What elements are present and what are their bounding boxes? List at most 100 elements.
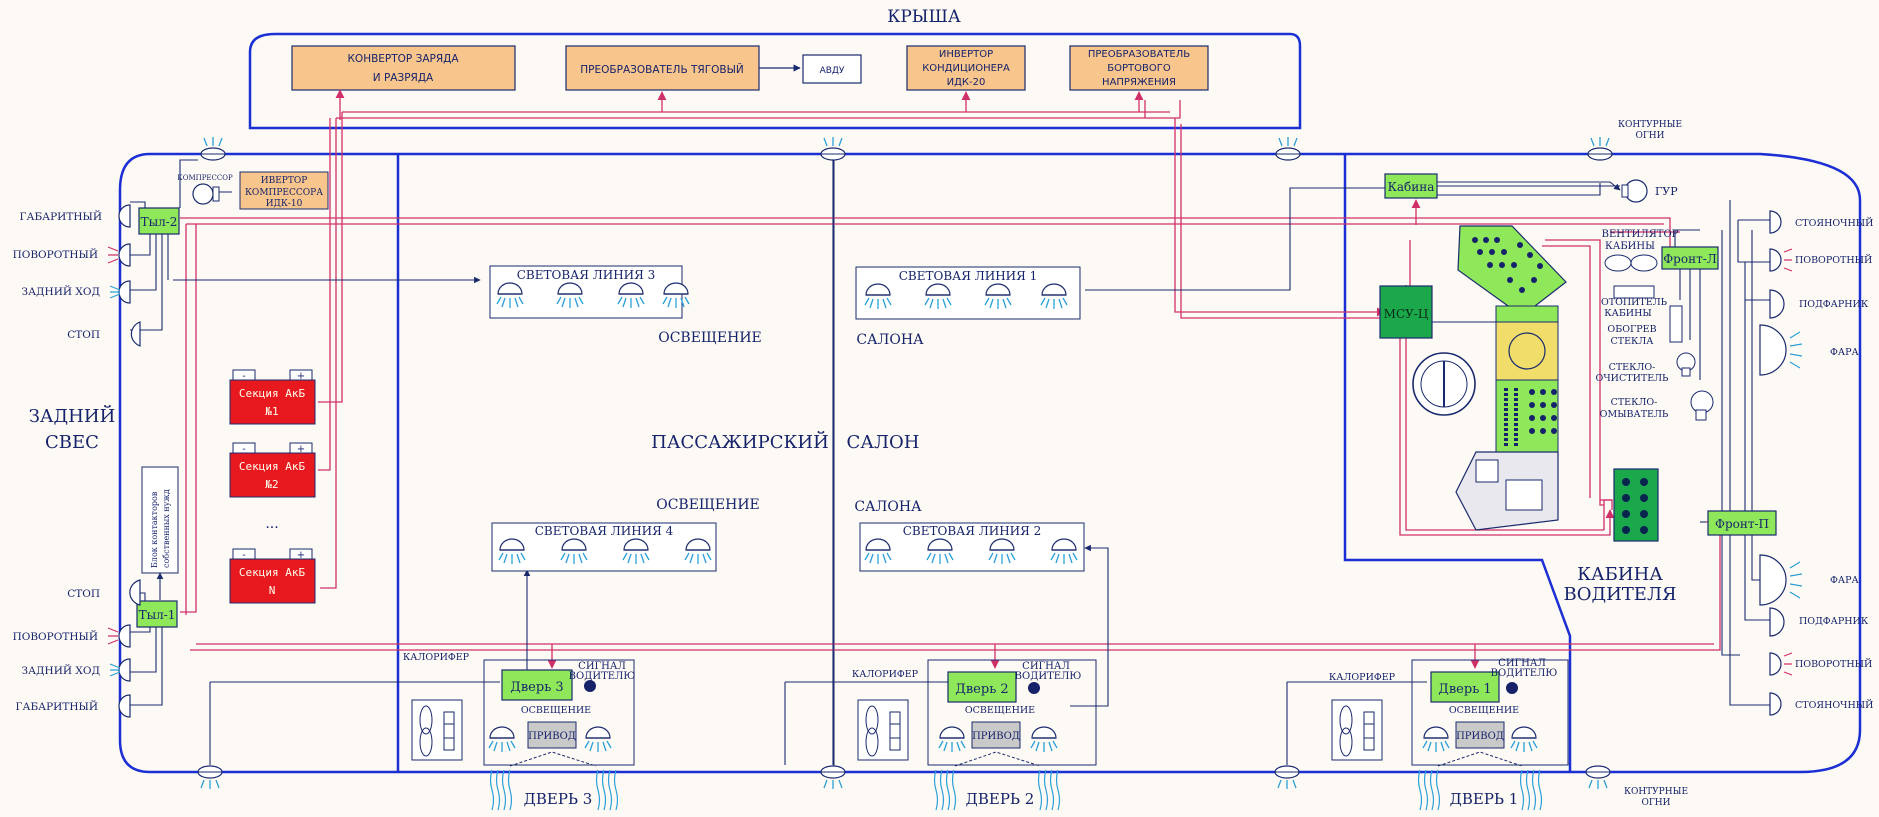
rear-lamp-label: ЗАДНИЙ ХОД: [22, 284, 100, 298]
contour-label-1: КОНТУРНЫЕ: [1624, 787, 1688, 797]
compressor-inverter-box[interactable]: ИВЕРТОР КОМПРЕССОРА ИДК-10: [239, 171, 329, 210]
light-line-2[interactable]: СВЕТОВАЯ ЛИНИЯ 2: [859, 522, 1085, 572]
door-3-module[interactable]: Дверь 3: [501, 669, 573, 701]
onboard-converter-box[interactable]: ПРЕОБРАЗОВАТЕЛЬ БОРТОВОГО НАПРЯЖЕНИЯ: [1069, 45, 1209, 91]
salon-title-1: ПАССАЖИРСКИЙ: [651, 430, 829, 453]
tyl1-label: Тыл-1: [139, 608, 176, 622]
glass-heating[interactable]: ОБОГРЕВ СТЕКЛА: [1607, 305, 1683, 347]
signal-label-2: ВОДИТЕЛЮ: [569, 671, 636, 682]
signal-label-2: ВОДИТЕЛЮ: [1015, 671, 1082, 682]
rear-lamp-marker-bottom: ГАБАРИТНЫЙ: [16, 694, 131, 718]
cabin-heater-label-1: ОТОПИТЕЛЬ: [1601, 297, 1668, 308]
heater-label: КАЛОРИФЕР: [852, 669, 919, 680]
battery-label: Секция АкБ: [239, 460, 306, 473]
door-lighting-label: ОСВЕЩЕНИЕ: [965, 705, 1035, 716]
ac-inverter-box[interactable]: ИНВЕРТОР КОНДИЦИОНЕРА ИДК-20: [906, 45, 1026, 91]
light-line-4[interactable]: СВЕТОВАЯ ЛИНИЯ 4: [491, 522, 717, 572]
compressor-label: КОМПРЕССОР: [177, 174, 233, 182]
battery-section-1[interactable]: - + Секция АкБ №1: [229, 369, 316, 425]
battery-number: №1: [265, 405, 278, 418]
door-1-label: ДВЕРЬ 1: [1450, 790, 1519, 808]
gur-motor[interactable]: ГУР: [1437, 179, 1678, 203]
salon-title-2: САЛОН: [847, 432, 920, 453]
traction-converter-label: ПРЕОБРАЗОВАТЕЛЬ ТЯГОВЫЙ: [580, 63, 743, 76]
light-line-2-label: СВЕТОВАЯ ЛИНИЯ 2: [903, 524, 1042, 538]
washer-label-2: ОМЫВАТЕЛЬ: [1600, 409, 1669, 420]
power-lines: [180, 89, 1721, 669]
cabin-fan[interactable]: ВЕНТИЛЯТОР КАБИНЫ: [1602, 229, 1679, 272]
front-lamp-label: ПОВОРОТНЫЙ: [1795, 658, 1872, 670]
signal-label-1: СИГНАЛ: [578, 661, 626, 672]
salon-lighting-label-2: САЛОНА: [856, 332, 924, 348]
cabin-control-block[interactable]: [1613, 468, 1659, 542]
battery-number: №2: [265, 478, 278, 491]
light-line-1-label: СВЕТОВАЯ ЛИНИЯ 1: [899, 269, 1038, 283]
avdu-box[interactable]: АВДУ: [802, 54, 862, 84]
contactor-block-label-2: собственных нужд: [162, 489, 171, 568]
kabina-module[interactable]: Кабина: [1384, 173, 1438, 199]
front-p-module[interactable]: Фронт-П: [1707, 510, 1777, 536]
signal-icon: [1028, 682, 1040, 694]
battery-minus: -: [242, 550, 245, 561]
battery-minus: -: [242, 371, 245, 382]
front-l-module[interactable]: Фронт-Л: [1661, 246, 1719, 270]
rear-lamp-label: ГАБАРИТНЫЙ: [16, 699, 98, 713]
door-1-module-label: Дверь 1: [1438, 682, 1491, 697]
battery-section-n[interactable]: - + Секция АкБ N: [229, 548, 316, 604]
contour-label-2: ОГНИ: [1635, 131, 1664, 141]
dashboard-panel[interactable]: [1412, 225, 1567, 531]
door-drive[interactable]: ПРИВОД: [1455, 721, 1505, 749]
battery-label: Секция АкБ: [239, 387, 306, 400]
glass-heating-label-1: ОБОГРЕВ: [1607, 324, 1656, 335]
rear-lamp-turn-bottom: ПОВОРОТНЫЙ: [13, 624, 131, 648]
light-line-1[interactable]: СВЕТОВАЯ ЛИНИЯ 1: [855, 266, 1081, 320]
rear-lamp-stop-bottom: СТОП: [67, 579, 141, 606]
charge-converter-box[interactable]: КОНВЕРТОР ЗАРЯДА И РАЗРЯДА: [291, 45, 516, 91]
roof-section: КРЫША КОНВЕРТОР ЗАРЯДА И РАЗРЯДА ПРЕОБРА…: [248, 7, 1302, 130]
door-2-module[interactable]: Дверь 2: [947, 671, 1017, 703]
rear-lamp-label: ГАБАРИТНЫЙ: [20, 209, 102, 223]
signal-icon: [584, 680, 596, 692]
front-lamp-label: ПОДФАРНИК: [1799, 299, 1869, 310]
washer-motor[interactable]: СТЕКЛО- ОМЫВАТЕЛЬ: [1600, 390, 1714, 421]
salon-lighting-label-2: САЛОНА: [854, 499, 922, 515]
contactor-block[interactable]: Блок контакторов собственных нужд: [141, 466, 179, 574]
wiper-motor[interactable]: СТЕКЛО- ОЧИСТИТЕЛЬ: [1596, 352, 1696, 384]
front-lamp-label: ПОДФАРНИК: [1799, 616, 1869, 627]
signal-label-1: СИГНАЛ: [1498, 658, 1546, 669]
door-drive-label: ПРИВОД: [972, 731, 1020, 742]
contour-label-2: ОГНИ: [1641, 798, 1670, 808]
door-1-module[interactable]: Дверь 1: [1430, 671, 1500, 703]
battery-label: Секция АкБ: [239, 566, 306, 579]
gur-label: ГУР: [1655, 185, 1678, 198]
ac-inverter-label-2: КОНДИЦИОНЕРА: [922, 63, 1010, 74]
front-lamp-turn-top: ПОВОРОТНЫЙ: [1769, 248, 1872, 272]
rear-overhang-label-1: ЗАДНИЙ: [29, 404, 116, 427]
battery-plus: +: [297, 371, 305, 382]
rear-lamp-reverse-top: ЗАДНИЙ ХОД: [22, 280, 131, 304]
contactor-block-label-1: Блок контакторов: [150, 491, 159, 568]
front-lamp-label: СТОЯНОЧНЫЙ: [1795, 217, 1873, 229]
cabin-heater[interactable]: ОТОПИТЕЛЬ КАБИНЫ: [1601, 285, 1668, 319]
signal-label-1: СИГНАЛ: [1022, 661, 1070, 672]
cabin-fan-label-1: ВЕНТИЛЯТОР: [1602, 229, 1679, 240]
charge-converter-label-2: И РАЗРЯДА: [373, 72, 434, 84]
compressor-inverter-label-3: ИДК-10: [266, 199, 303, 209]
door-drive-label: ПРИВОД: [1456, 731, 1504, 742]
door-drive[interactable]: ПРИВОД: [527, 721, 577, 749]
rear-lamp-label: СТОП: [67, 329, 100, 341]
door-2-module-label: Дверь 2: [955, 682, 1008, 697]
tyl1-module[interactable]: Тыл-1: [136, 600, 178, 628]
door-drive[interactable]: ПРИВОД: [971, 721, 1021, 749]
traction-converter-box[interactable]: ПРЕОБРАЗОВАТЕЛЬ ТЯГОВЫЙ: [565, 45, 760, 91]
light-line-3[interactable]: СВЕТОВАЯ ЛИНИЯ 3: [489, 265, 690, 319]
compressor[interactable]: КОМПРЕССОР: [177, 174, 233, 205]
onboard-converter-label-1: ПРЕОБРАЗОВАТЕЛЬ: [1088, 49, 1190, 60]
tyl2-module[interactable]: Тыл-2: [138, 207, 180, 235]
msu-module[interactable]: МСУ-Ц: [1379, 285, 1433, 339]
rear-lamp-reverse-bottom: ЗАДНИЙ ХОД: [22, 658, 131, 682]
bus-outline: [118, 152, 1862, 774]
battery-section-2[interactable]: - + Секция АкБ №2: [229, 442, 316, 498]
front-headlamp-bottom: ФАРА: [1759, 554, 1859, 606]
